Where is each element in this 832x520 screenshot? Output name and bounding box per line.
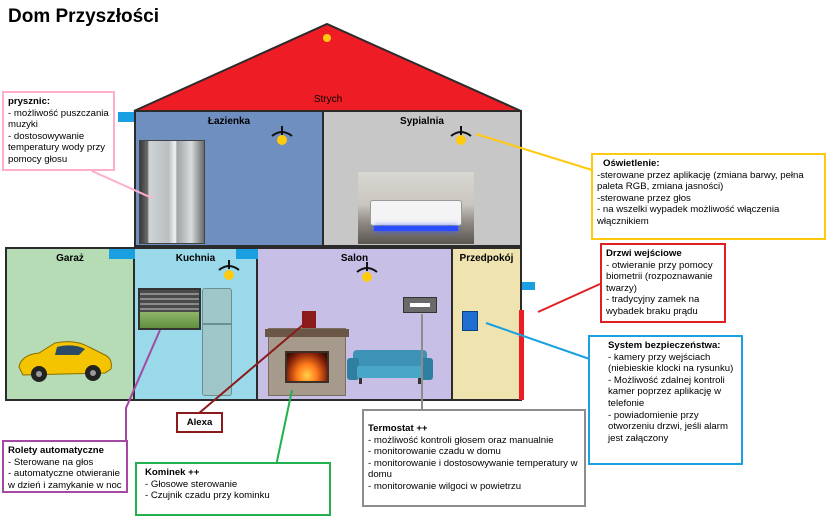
- callout-thermostat-item: - monitorowanie i dostosowywanie tempera…: [368, 457, 578, 481]
- callout-fireplace-title: Kominek ++: [145, 467, 200, 478]
- camera-sensor-icon: [522, 282, 535, 290]
- callout-lighting-item: -sterowane przez aplikację (zmiana barwy…: [597, 169, 804, 193]
- thermostat-display: [410, 303, 430, 307]
- sofa-image: [347, 350, 433, 384]
- fridge-divider: [203, 323, 231, 325]
- callout-lighting-title: Oświetlenie:: [603, 158, 660, 169]
- sofa-back: [353, 350, 427, 370]
- callout-fireplace-item: - Czujnik czadu przy kominku: [145, 490, 270, 502]
- callout-security: System bezpieczeństwa: - kamery przy wej…: [588, 335, 743, 465]
- car-hubcap: [36, 371, 42, 377]
- room-label-garage: Garaż: [56, 253, 84, 264]
- sofa-arm-right: [421, 358, 433, 380]
- bed-shape: [370, 200, 462, 226]
- callout-lighting-item: -sterowane przez głos: [597, 192, 691, 204]
- callout-entrance-item: - otwieranie przy pomocy biometrii (rozp…: [606, 259, 713, 294]
- room-label-bedroom: Sypialnia: [400, 116, 444, 127]
- fireplace-image: [265, 328, 349, 396]
- room-label-kitchen: Kuchnia: [175, 253, 216, 264]
- fireplace-mantel: [265, 329, 349, 337]
- blinds-window-image: [138, 288, 201, 330]
- callout-security-item: - powiadomienie przy otworzeniu drzwi, j…: [608, 409, 728, 444]
- room-label-living-room: Salon: [340, 253, 369, 264]
- bed-led-strip: [374, 226, 458, 231]
- callout-thermostat-item: - monitorowanie wilgoci w powietrzu: [368, 480, 522, 492]
- window-view: [140, 312, 199, 328]
- thermostat-device: [403, 297, 437, 313]
- camera-sensor-icon: [236, 249, 258, 259]
- callout-thermostat-item: - możliwość kontroli głosem oraz manualn…: [368, 434, 554, 446]
- car-image: [18, 341, 112, 382]
- callout-shower-item: - dostosowywanie temperatury wody przy p…: [8, 130, 106, 165]
- callout-shower-title: prysznic:: [8, 96, 51, 107]
- sofa-arm-left: [347, 358, 359, 380]
- car-hubcap: [90, 370, 96, 376]
- callout-thermostat: Termostat ++ - możliwość kontroli głosem…: [362, 409, 586, 507]
- sofa-leg: [359, 378, 362, 384]
- sofa-leg: [418, 378, 421, 384]
- callout-lighting-item: - na wszelki wypadek możliwość włączenia…: [597, 204, 780, 227]
- security-panel-icon: [462, 311, 478, 331]
- callout-entrance-item: - tradycyjny zamek na wybadek braku prąd…: [606, 294, 700, 317]
- callout-blinds-item: - automatyczne otwieranie w dzień i zamy…: [8, 468, 122, 491]
- callout-shower: prysznic: - możliwość puszczania muzyki …: [2, 91, 115, 171]
- callout-lighting: Oświetlenie: -sterowane przez aplikację …: [591, 153, 826, 240]
- camera-sensor-icon: [118, 112, 134, 122]
- roof-light-icon: [323, 34, 331, 42]
- fridge-image: [202, 288, 232, 396]
- room-label-bathroom: Łazienka: [207, 116, 251, 127]
- callout-security-item: - Możliwość zdalnej kontroli kamer poprz…: [608, 374, 725, 409]
- callout-fireplace-item: - Głosowe sterowanie: [145, 478, 238, 490]
- shower-image: [139, 140, 205, 244]
- bed-image: [358, 172, 474, 244]
- callout-entrance: Drzwi wejściowe - otwieranie przy pomocy…: [600, 243, 726, 323]
- callout-thermostat-title: Termostat ++: [368, 423, 428, 434]
- callout-blinds: Rolety automatyczne - Sterowane na głos …: [2, 440, 128, 493]
- callout-blinds-title: Rolety automatyczne: [8, 445, 104, 456]
- callout-thermostat-item: - monitorowanie czadu w domu: [368, 446, 501, 458]
- alexa-device: [302, 311, 316, 328]
- callout-alexa: Alexa: [176, 412, 223, 433]
- room-label-attic: Strych: [313, 94, 343, 105]
- callout-security-item: - kamery przy wejściach (niebieskie kloc…: [608, 351, 734, 375]
- callout-alexa-title: Alexa: [186, 417, 213, 428]
- camera-sensor-icon: [109, 249, 135, 259]
- callout-entrance-title: Drzwi wejściowe: [606, 248, 682, 259]
- front-door: [519, 310, 524, 400]
- room-label-hallway: Przedpokój: [459, 253, 514, 264]
- car-window: [55, 345, 85, 355]
- page-title: Dom Przyszłości: [8, 6, 159, 27]
- callout-security-title: System bezpieczeństwa:: [608, 340, 721, 351]
- callout-shower-item: - możliwość puszczania muzyki: [8, 107, 109, 131]
- callout-fireplace: Kominek ++ - Głosowe sterowanie - Czujni…: [135, 462, 331, 516]
- fire-icon: [285, 351, 329, 383]
- sofa-seat: [357, 366, 423, 378]
- callout-blinds-item: - Sterowane na głos: [8, 456, 94, 468]
